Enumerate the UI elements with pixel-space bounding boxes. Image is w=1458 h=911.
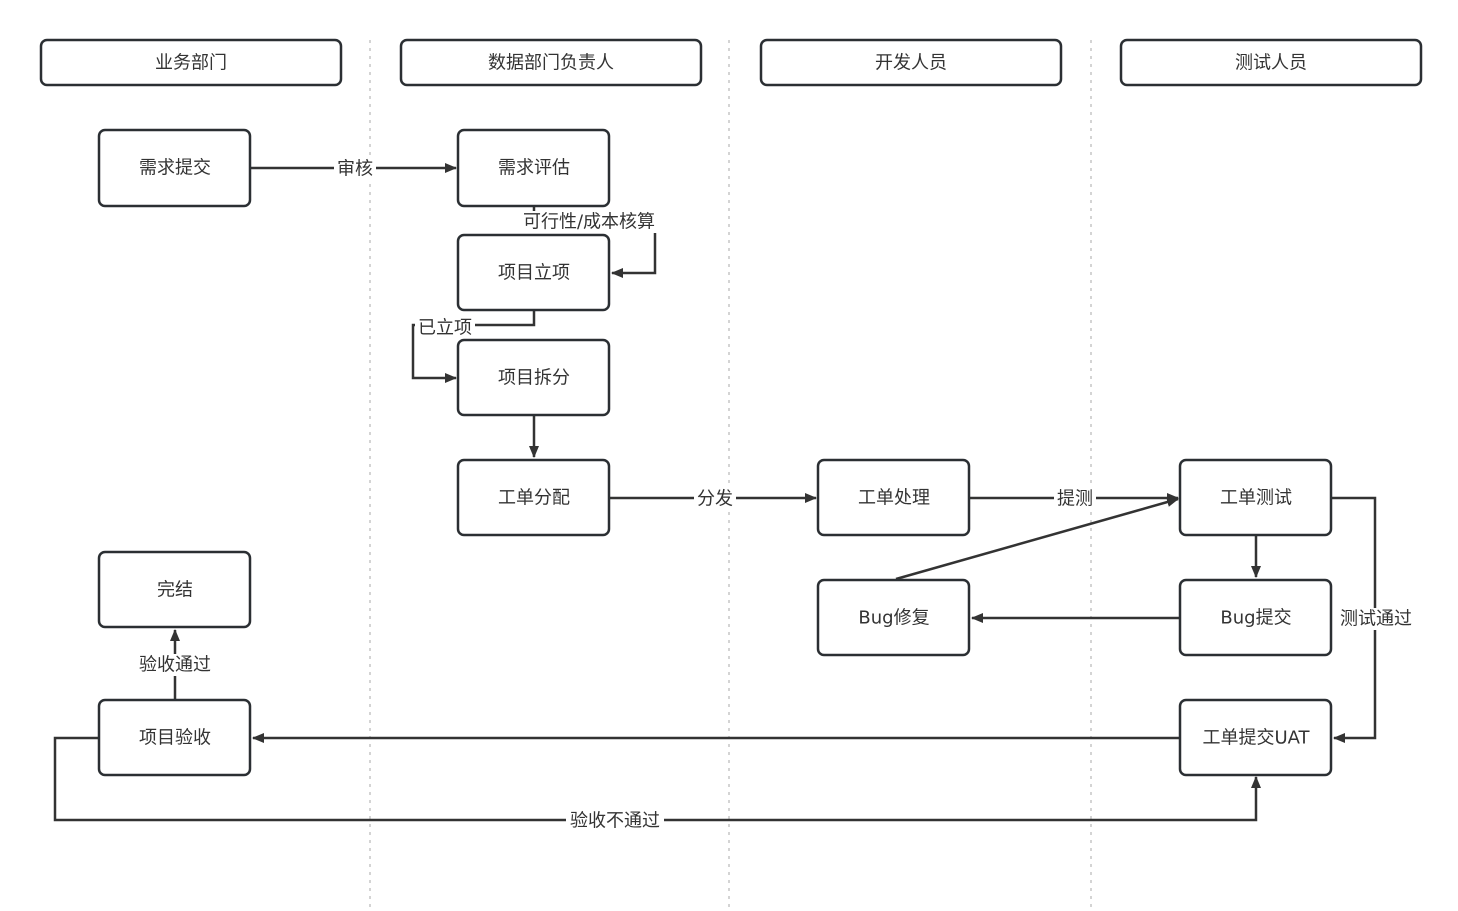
edge-label-initiated: 已立项 bbox=[418, 318, 472, 339]
edge-label-accepted: 验收通过 bbox=[139, 655, 211, 676]
node-bug-submit[interactable]: Bug提交 bbox=[1178, 578, 1333, 657]
node-label: Bug提交 bbox=[1220, 608, 1291, 629]
node-label: 需求提交 bbox=[139, 158, 211, 179]
edge-label-review: 审核 bbox=[337, 159, 373, 180]
node-proj-init[interactable]: 项目立项 bbox=[456, 233, 611, 312]
node-label: 工单分配 bbox=[498, 488, 570, 509]
node-label: Bug修复 bbox=[858, 608, 929, 629]
node-label: 项目验收 bbox=[139, 728, 211, 749]
node-ticket-test[interactable]: 工单测试 bbox=[1178, 458, 1333, 537]
node-label: 项目拆分 bbox=[498, 368, 570, 389]
lane-header-label: 业务部门 bbox=[155, 53, 227, 74]
node-label: 工单测试 bbox=[1220, 488, 1292, 509]
edge-label-test-passed: 测试通过 bbox=[1340, 609, 1412, 630]
node-label: 需求评估 bbox=[498, 158, 570, 179]
node-proj-split[interactable]: 项目拆分 bbox=[456, 338, 611, 417]
lane-header-business[interactable]: 业务部门 bbox=[39, 38, 343, 87]
edge-labels: 审核 可行性/成本核算 已立项 分发 提测 测试通过 验收通过 验收不通过 bbox=[136, 158, 1415, 832]
lane-header-developer[interactable]: 开发人员 bbox=[759, 38, 1063, 87]
lane-header-label: 开发人员 bbox=[875, 53, 947, 74]
node-label: 完结 bbox=[157, 580, 193, 601]
edge-label-feasibility: 可行性/成本核算 bbox=[523, 212, 655, 233]
node-label: 工单处理 bbox=[858, 488, 930, 509]
node-label: 工单提交UAT bbox=[1202, 728, 1310, 749]
edge-label-dispatch: 分发 bbox=[697, 489, 733, 510]
edge-bug-fix-to-ticket-test[interactable] bbox=[895, 497, 1179, 581]
node-label: 项目立项 bbox=[498, 263, 570, 284]
lane-header-label: 测试人员 bbox=[1235, 53, 1307, 74]
node-finish[interactable]: 完结 bbox=[97, 550, 252, 629]
lane-header-label: 数据部门负责人 bbox=[488, 53, 614, 74]
node-ticket-uat[interactable]: 工单提交UAT bbox=[1178, 698, 1333, 777]
edge-label-submit-test: 提测 bbox=[1057, 489, 1093, 510]
node-ticket-process[interactable]: 工单处理 bbox=[816, 458, 971, 537]
lane-header-data-lead[interactable]: 数据部门负责人 bbox=[399, 38, 703, 87]
node-ticket-assign[interactable]: 工单分配 bbox=[456, 458, 611, 537]
node-req-submit[interactable]: 需求提交 bbox=[97, 128, 252, 208]
node-proj-accept[interactable]: 项目验收 bbox=[97, 698, 252, 777]
edge-proj-init-to-proj-split[interactable] bbox=[411, 310, 536, 383]
node-req-eval[interactable]: 需求评估 bbox=[456, 128, 611, 208]
edge-proj-accept-to-ticket-uat[interactable] bbox=[53, 736, 1261, 822]
lane-header-tester[interactable]: 测试人员 bbox=[1119, 38, 1423, 87]
edge-label-rejected: 验收不通过 bbox=[570, 811, 660, 832]
node-bug-fix[interactable]: Bug修复 bbox=[816, 578, 971, 657]
